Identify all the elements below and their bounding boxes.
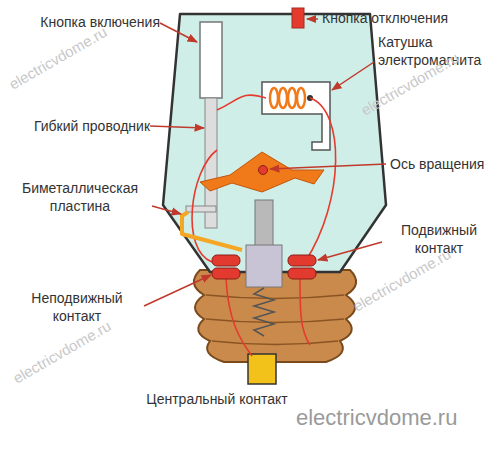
part-label: Неподвижный контакт: [12, 290, 142, 325]
bimetal-plate: [182, 212, 242, 250]
watermark: electricvdome.ru: [350, 225, 489, 316]
part-label: Центральный контакт: [132, 391, 302, 409]
pivot: [259, 166, 268, 175]
watermark: electricvdome.ru: [296, 404, 496, 432]
piston-body: [246, 245, 282, 287]
off-button: [292, 8, 304, 28]
on-button: [200, 22, 222, 98]
housing: [163, 14, 386, 272]
part-label: Биметаллическая пластина: [10, 180, 150, 215]
central-contact: [248, 354, 276, 384]
contact: [212, 255, 316, 279]
part-label: Гибкий проводник: [10, 118, 150, 136]
leader-line: [144, 19, 386, 306]
wire: [192, 95, 336, 356]
latch: [186, 206, 216, 212]
coil-winding: [270, 88, 305, 108]
part-label: Кнопка отключения: [322, 10, 492, 28]
spring: [254, 288, 274, 336]
rocker-lever: [200, 152, 324, 192]
screw-thread: [206, 295, 344, 345]
part-label: Ось вращения: [390, 156, 494, 174]
coil-bracket: [262, 82, 330, 150]
